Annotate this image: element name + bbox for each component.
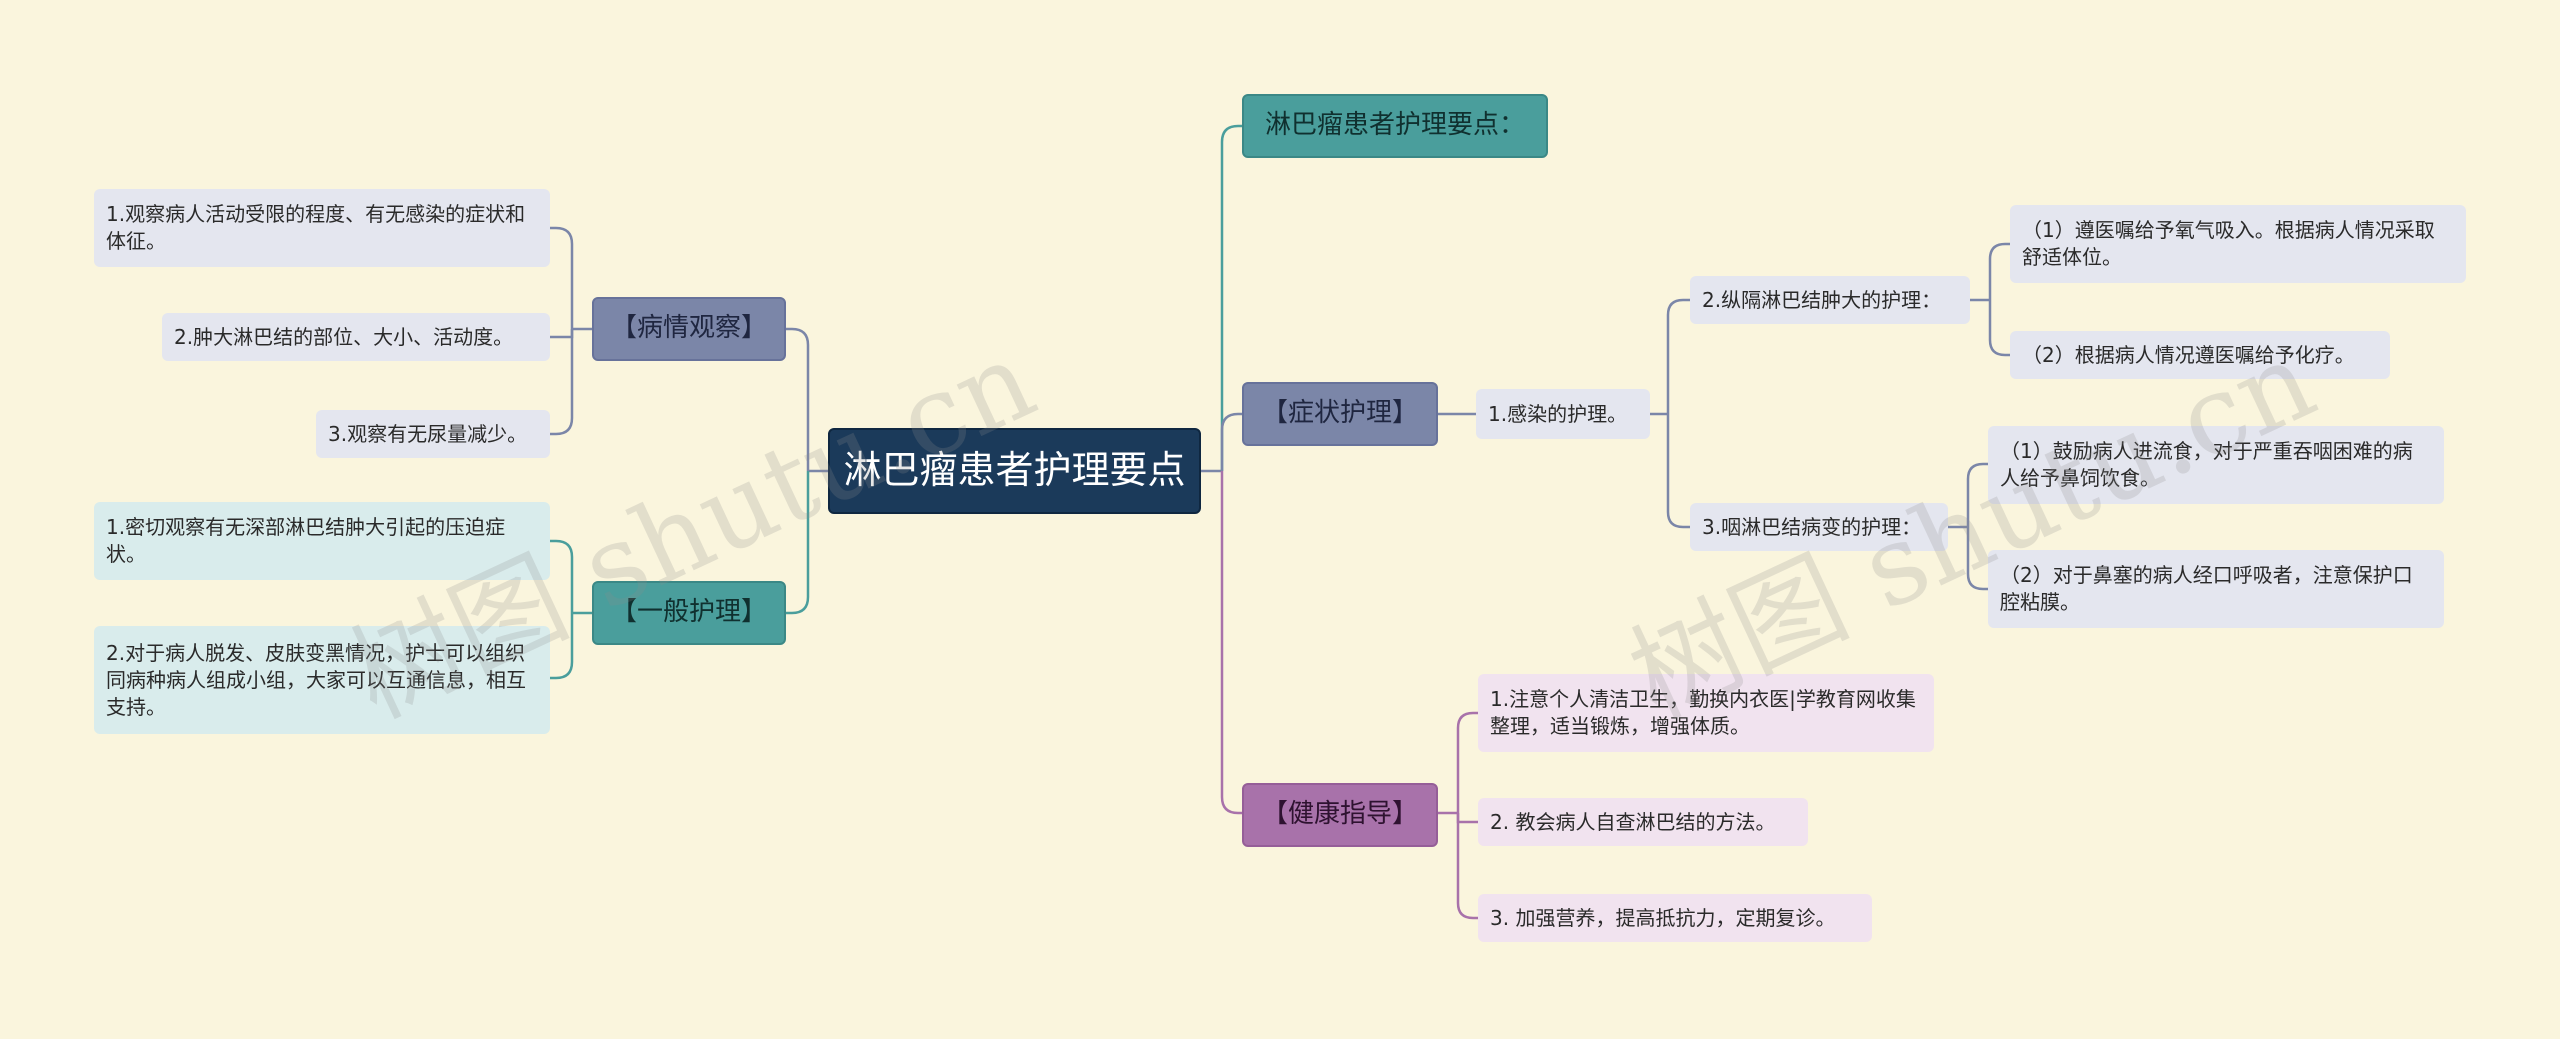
health-item-1-text: 1.注意个人清洁卫生，勤换内衣医|学教育网收集整理，适当锻炼，增强体质。 bbox=[1490, 687, 1916, 738]
pharyngeal-care-text: 3.咽淋巴结病变的护理： bbox=[1702, 514, 1922, 539]
connector-general-item1 bbox=[550, 539, 574, 613]
mediastinal-care-node[interactable]: 2.纵隔淋巴结肿大的护理： bbox=[1690, 276, 1970, 324]
intro-node[interactable]: 淋巴瘤患者护理要点： bbox=[1242, 94, 1548, 158]
connector-pharyngeal-item2 bbox=[1966, 527, 1988, 591]
connector-right-symptom bbox=[1220, 412, 1242, 471]
infection-care-node[interactable]: 1.感染的护理。 bbox=[1476, 389, 1650, 439]
observation-item-3-text: 3.观察有无尿量减少。 bbox=[328, 421, 528, 446]
connector-observation-item1 bbox=[550, 226, 574, 329]
pharyngeal-item-1-text: （1）鼓励病人进流食，对于严重吞咽困难的病人给予鼻饲饮食。 bbox=[2000, 439, 2413, 490]
general-care-node[interactable]: 【一般护理】 bbox=[592, 581, 786, 645]
mediastinal-item-1-text: （1）遵医嘱给予氧气吸入。根据病人情况采取舒适体位。 bbox=[2022, 218, 2435, 269]
connector-observation-item2 bbox=[550, 329, 574, 339]
general-item-2-text: 2.对于病人脱发、皮肤变黑情况，护士可以组织同病种病人组成小组，大家可以互通信息… bbox=[106, 640, 526, 719]
connector-infection-pharyngeal bbox=[1666, 414, 1690, 529]
health-item-3[interactable]: 3. 加强营养，提高抵抗力，定期复诊。 bbox=[1478, 894, 1872, 942]
observation-item-2-text: 2.肿大淋巴结的部位、大小、活动度。 bbox=[174, 324, 514, 349]
general-item-2[interactable]: 2.对于病人脱发、皮肤变黑情况，护士可以组织同病种病人组成小组，大家可以互通信息… bbox=[94, 626, 550, 734]
connector-health-item2 bbox=[1456, 813, 1478, 824]
observation-item-2[interactable]: 2.肿大淋巴结的部位、大小、活动度。 bbox=[162, 313, 550, 361]
infection-care-text: 1.感染的护理。 bbox=[1488, 401, 1628, 426]
general-care-label: 【一般护理】 bbox=[610, 597, 767, 628]
pharyngeal-item-2[interactable]: （2）对于鼻塞的病人经口呼吸者，注意保护口腔粘膜。 bbox=[1988, 550, 2444, 628]
connector-general-item2 bbox=[550, 613, 574, 680]
pharyngeal-care-node[interactable]: 3.咽淋巴结病变的护理： bbox=[1690, 503, 1948, 551]
health-item-1[interactable]: 1.注意个人清洁卫生，勤换内衣医|学教育网收集整理，适当锻炼，增强体质。 bbox=[1478, 674, 1934, 752]
connector-infection-mediastinal bbox=[1666, 298, 1690, 414]
connector-mediastinal-item1 bbox=[1988, 242, 2010, 300]
observation-item-1[interactable]: 1.观察病人活动受限的程度、有无感染的症状和体征。 bbox=[94, 189, 550, 267]
condition-observation-node[interactable]: 【病情观察】 bbox=[592, 297, 786, 361]
connector-left-general bbox=[786, 471, 810, 615]
mediastinal-item-2[interactable]: （2）根据病人情况遵医嘱给予化疗。 bbox=[2010, 331, 2390, 379]
health-item-2[interactable]: 2. 教会病人自查淋巴结的方法。 bbox=[1478, 798, 1808, 846]
observation-item-3[interactable]: 3.观察有无尿量减少。 bbox=[316, 410, 550, 458]
connector-pharyngeal-item1 bbox=[1966, 462, 1988, 527]
health-item-3-text: 3. 加强营养，提高抵抗力，定期复诊。 bbox=[1490, 905, 1836, 930]
connector-right-health bbox=[1220, 471, 1242, 815]
connector-left-observation bbox=[786, 327, 810, 471]
pharyngeal-item-2-text: （2）对于鼻塞的病人经口呼吸者，注意保护口腔粘膜。 bbox=[2000, 563, 2413, 614]
mediastinal-care-text: 2.纵隔淋巴结肿大的护理： bbox=[1702, 287, 1942, 312]
condition-observation-label: 【病情观察】 bbox=[610, 313, 767, 344]
connector-right-intro bbox=[1220, 124, 1242, 471]
symptom-care-node[interactable]: 【症状护理】 bbox=[1242, 382, 1438, 446]
general-item-1-text: 1.密切观察有无深部淋巴结肿大引起的压迫症状。 bbox=[106, 515, 506, 566]
connector-health-item3 bbox=[1456, 813, 1478, 920]
root-node[interactable]: 淋巴瘤患者护理要点 bbox=[828, 428, 1201, 514]
health-guidance-node[interactable]: 【健康指导】 bbox=[1242, 783, 1438, 847]
general-item-1[interactable]: 1.密切观察有无深部淋巴结肿大引起的压迫症状。 bbox=[94, 502, 550, 580]
symptom-care-label: 【症状护理】 bbox=[1261, 398, 1418, 429]
health-item-2-text: 2. 教会病人自查淋巴结的方法。 bbox=[1490, 809, 1776, 834]
intro-label: 淋巴瘤患者护理要点： bbox=[1264, 110, 1525, 141]
connector-mediastinal-item2 bbox=[1988, 300, 2010, 357]
pharyngeal-item-1[interactable]: （1）鼓励病人进流食，对于严重吞咽困难的病人给予鼻饲饮食。 bbox=[1988, 426, 2444, 504]
mediastinal-item-1[interactable]: （1）遵医嘱给予氧气吸入。根据病人情况采取舒适体位。 bbox=[2010, 205, 2466, 283]
mediastinal-item-2-text: （2）根据病人情况遵医嘱给予化疗。 bbox=[2022, 342, 2355, 367]
observation-item-1-text: 1.观察病人活动受限的程度、有无感染的症状和体征。 bbox=[106, 202, 526, 253]
connector-observation-item3 bbox=[550, 329, 574, 436]
health-guidance-label: 【健康指导】 bbox=[1261, 799, 1418, 830]
root-title: 淋巴瘤患者护理要点 bbox=[843, 448, 1186, 493]
connector-health-item1 bbox=[1456, 711, 1478, 813]
